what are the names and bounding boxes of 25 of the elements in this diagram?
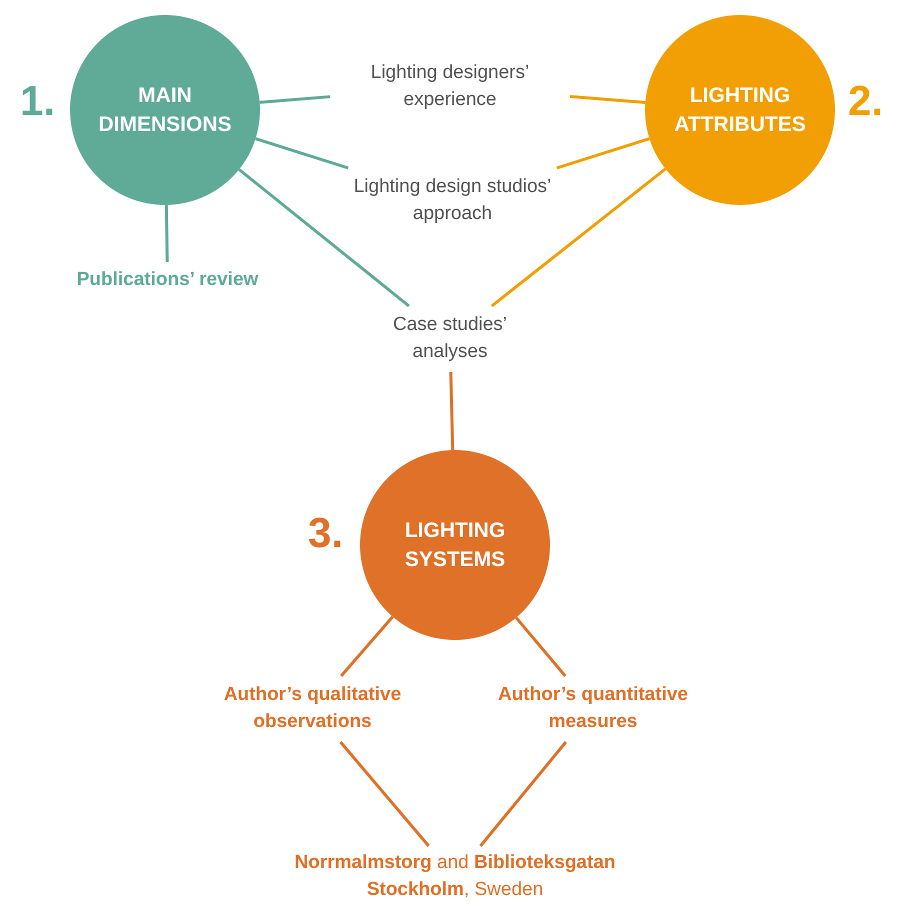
connector-line <box>238 168 410 308</box>
connector-line <box>449 372 454 450</box>
connector-line <box>556 137 650 170</box>
step-number: 1. <box>20 80 56 122</box>
node-label: Author’s qualitative observations <box>222 683 402 734</box>
connector-line <box>260 95 330 104</box>
circle-label: LIGHTING ATTRIBUTES <box>673 82 807 138</box>
connector-line <box>490 168 666 308</box>
node-label: Case studies’ analyses <box>392 313 508 364</box>
connector-line <box>570 95 646 104</box>
connector-line <box>515 616 566 677</box>
connector-line <box>255 137 349 170</box>
circle-label: MAIN DIMENSIONS <box>98 82 233 138</box>
circle-label: LIGHTING SYSTEMS <box>404 518 506 573</box>
step-number: 3. <box>308 512 344 554</box>
connector-line <box>340 616 394 677</box>
node-label: Lighting design studios’ approach <box>352 175 552 226</box>
node-label: Lighting designers’ experience <box>370 61 530 112</box>
connector-line <box>479 741 568 847</box>
step-number: 2. <box>848 80 884 122</box>
connector-line <box>339 741 430 847</box>
node-label: Norrmalmstorg and Biblioteksgatan Stockholm, Sweden <box>294 851 616 902</box>
connector-line <box>164 204 169 262</box>
node-label: Publications’ review <box>76 268 260 292</box>
node-label: Author’s quantitative measures <box>496 683 689 734</box>
